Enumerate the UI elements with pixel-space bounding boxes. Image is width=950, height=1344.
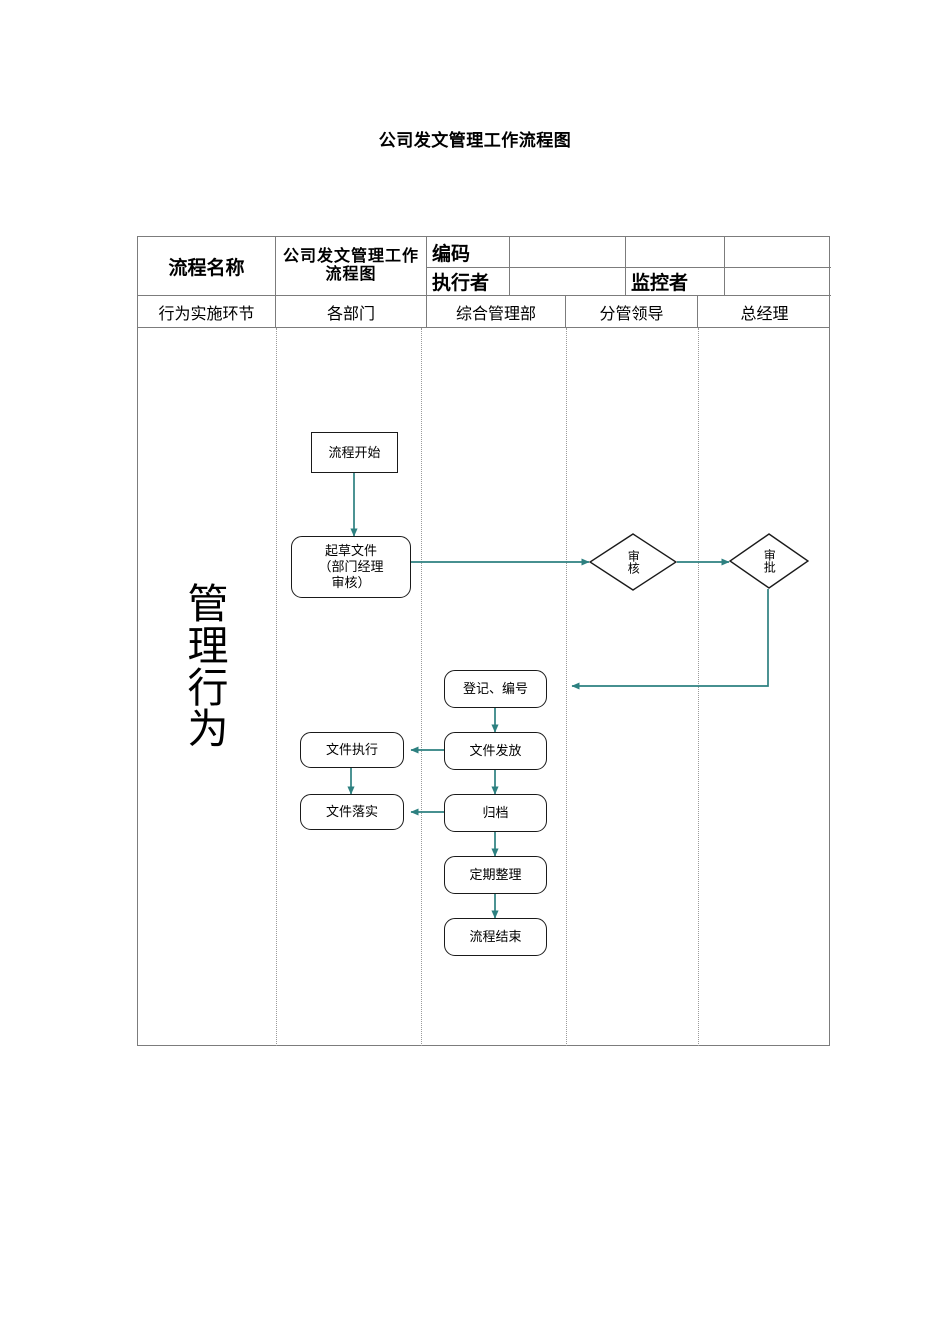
column-separator-2 — [421, 328, 422, 1046]
node-execute[interactable]: 文件执行 — [300, 732, 404, 768]
header-code-value — [510, 237, 626, 268]
node-approve-label: 审批 — [762, 549, 777, 573]
swimlane-char-4: 为 — [187, 706, 229, 753]
column-header-general-manager: 总经理 — [740, 305, 789, 323]
node-register[interactable]: 登记、编号 — [444, 670, 547, 708]
node-sort[interactable]: 定期整理 — [444, 856, 547, 894]
header-process-name-value: 公司发文管理工作流程图 — [276, 237, 427, 296]
header-executor-value — [510, 268, 626, 296]
header-code-label: 编码 — [427, 237, 510, 268]
header-process-name-label-text: 流程名称 — [168, 257, 245, 279]
node-approve[interactable]: 审批 — [729, 533, 809, 589]
node-start[interactable]: 流程开始 — [311, 432, 398, 473]
column-separator-3 — [566, 328, 567, 1046]
flowchart-body: 管 理 行 为 — [138, 328, 829, 1046]
node-archive[interactable]: 归档 — [444, 794, 547, 832]
column-header-departments: 各部门 — [276, 296, 427, 327]
swimlane-char-3: 行 — [187, 664, 229, 711]
header-row-roles: 执行者 监控者 — [138, 268, 831, 296]
node-draft[interactable]: 起草文件（部门经理审核） — [291, 536, 411, 598]
node-end[interactable]: 流程结束 — [444, 918, 547, 956]
header-blank-cell-a — [626, 237, 725, 268]
column-header-supervising-leader: 分管领导 — [566, 296, 698, 327]
swimlane-char-2: 理 — [187, 622, 229, 669]
header-monitor-value — [725, 268, 831, 296]
header-process-name-label: 流程名称 — [138, 237, 276, 296]
header-monitor-label: 监控者 — [626, 268, 725, 296]
node-review-label: 审核 — [626, 550, 641, 574]
node-draft-label: 起草文件（部门经理审核） — [318, 543, 384, 590]
header-blank-cell-b — [725, 237, 831, 268]
node-review[interactable]: 审核 — [589, 533, 677, 591]
header-row-columns: 行为实施环节 各部门 综合管理部 分管领导 总经理 — [138, 296, 829, 328]
column-separator-1 — [276, 328, 277, 1046]
flowchart-table: 流程名称 公司发文管理工作流程图 编码 执行者 监控者 行为实施环节 各部门 综… — [137, 236, 831, 1046]
header-executor-label: 执行者 — [427, 268, 510, 296]
page-title: 公司发文管理工作流程图 — [378, 131, 572, 150]
node-issue[interactable]: 文件发放 — [444, 732, 547, 770]
column-header-admin-dept: 综合管理部 — [427, 296, 566, 327]
swimlane-label-management-behavior: 管 理 行 为 — [168, 581, 248, 753]
node-implement[interactable]: 文件落实 — [300, 794, 404, 830]
column-header-stage: 行为实施环节 — [138, 296, 276, 327]
column-separator-4 — [698, 328, 699, 1046]
swimlane-char-1: 管 — [187, 581, 229, 627]
header-row-code: 编码 — [138, 237, 831, 268]
